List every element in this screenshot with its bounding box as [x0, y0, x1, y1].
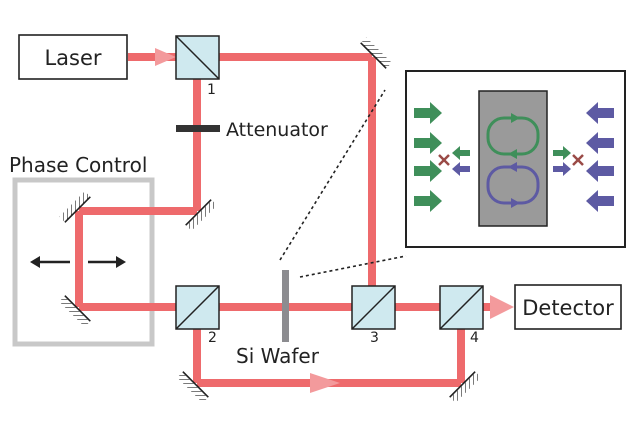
beamsplitter-2	[175, 285, 220, 330]
beamsplitter-4	[439, 285, 484, 330]
laser-label: Laser	[44, 46, 101, 70]
beamsplitter-1	[175, 35, 220, 80]
beamsplitter-number: 3	[370, 330, 379, 346]
phase-control-box	[12, 177, 155, 347]
mirror-icon	[177, 371, 209, 403]
loop-arrowhead	[511, 113, 520, 123]
zoom-line	[299, 255, 407, 278]
mirror-icon	[185, 199, 217, 231]
detector-label: Detector	[522, 296, 614, 320]
arrow-icon	[414, 102, 442, 212]
arrow-icon	[452, 162, 470, 176]
detector-box	[514, 284, 622, 330]
arrow-icon	[553, 162, 571, 176]
mirror-icon	[360, 37, 392, 69]
arrow-icon	[553, 146, 571, 160]
attenuator-plate	[176, 125, 220, 132]
double-arrow-icon	[30, 256, 126, 268]
si-wafer-label: Si Wafer	[236, 344, 320, 368]
phase-control-label: Phase Control	[9, 153, 147, 177]
mirror-icon	[59, 191, 91, 223]
attenuator-label: Attenuator	[226, 119, 328, 141]
beamsplitter-number: 2	[208, 330, 217, 346]
beam-arrow-icon	[310, 373, 340, 393]
laser-box	[18, 34, 128, 80]
beam-arrow-icon	[155, 48, 176, 66]
loop-arrowhead	[508, 149, 517, 159]
arrow-icon	[586, 102, 614, 212]
beamsplitter-number: 1	[207, 82, 216, 98]
loop-arrowhead	[508, 162, 517, 172]
si-wafer-plate	[282, 270, 289, 342]
cross-icon	[438, 154, 450, 166]
beamsplitter-number: 4	[470, 330, 479, 346]
cross-icon	[572, 154, 584, 166]
beamsplitter-3	[351, 285, 396, 330]
wafer-inset	[405, 70, 626, 248]
loop-arrowhead	[511, 198, 520, 208]
mirror-icon	[59, 295, 91, 327]
arrow-icon	[452, 146, 470, 160]
mirror-icon	[449, 371, 481, 403]
beam-arrow-icon	[490, 295, 514, 319]
